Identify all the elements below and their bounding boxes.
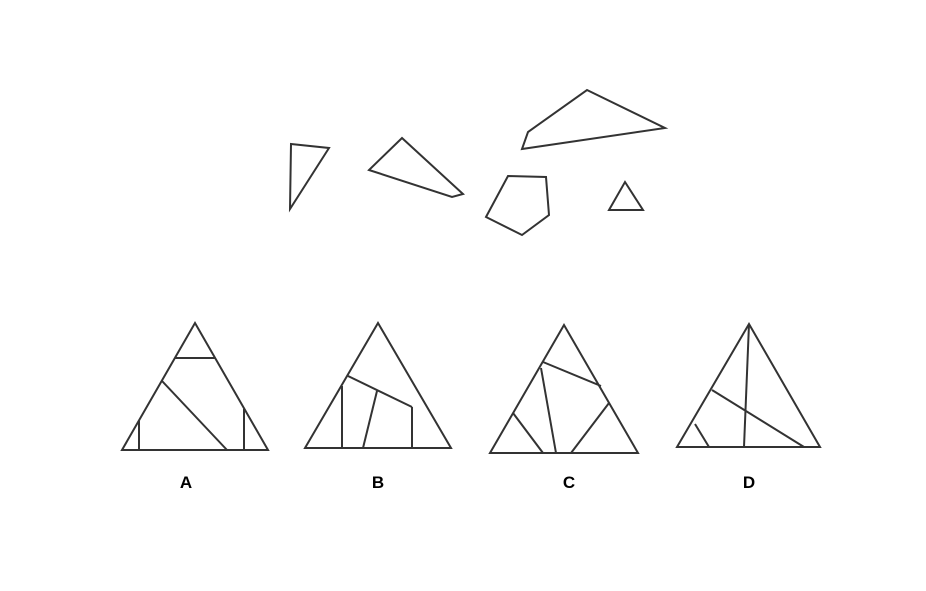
piece-narrow-triangle bbox=[288, 142, 331, 213]
option-d-label[interactable]: D bbox=[742, 473, 756, 492]
option-c-cut bbox=[512, 412, 544, 454]
option-c-outline bbox=[488, 323, 640, 454]
option-b-cut bbox=[347, 375, 413, 408]
piece-quadrilateral bbox=[367, 136, 466, 199]
option-c-figure[interactable] bbox=[488, 323, 640, 454]
option-b-outline bbox=[303, 321, 453, 449]
given-pieces bbox=[288, 88, 669, 237]
option-a-figure[interactable] bbox=[120, 320, 270, 451]
option-d-cut bbox=[711, 389, 805, 448]
option-a-outline bbox=[120, 320, 270, 451]
option-d-cut bbox=[743, 323, 750, 448]
option-a-label[interactable]: A bbox=[179, 473, 193, 492]
option-d-figure[interactable] bbox=[675, 322, 822, 448]
option-c-cut bbox=[542, 361, 602, 387]
option-c-cut bbox=[540, 367, 557, 454]
option-d-cut bbox=[694, 423, 710, 448]
option-d-outline bbox=[675, 322, 822, 448]
option-a-cut bbox=[161, 380, 228, 451]
option-c-label[interactable]: C bbox=[562, 473, 576, 492]
option-b-label[interactable]: B bbox=[371, 473, 385, 492]
piece-pentagon bbox=[484, 174, 551, 237]
option-b-cut bbox=[362, 390, 378, 449]
piece-small-triangle bbox=[607, 180, 645, 211]
option-c-cut bbox=[570, 402, 610, 454]
piece-long-quadrilateral bbox=[520, 88, 669, 151]
option-b-figure[interactable] bbox=[303, 321, 453, 449]
